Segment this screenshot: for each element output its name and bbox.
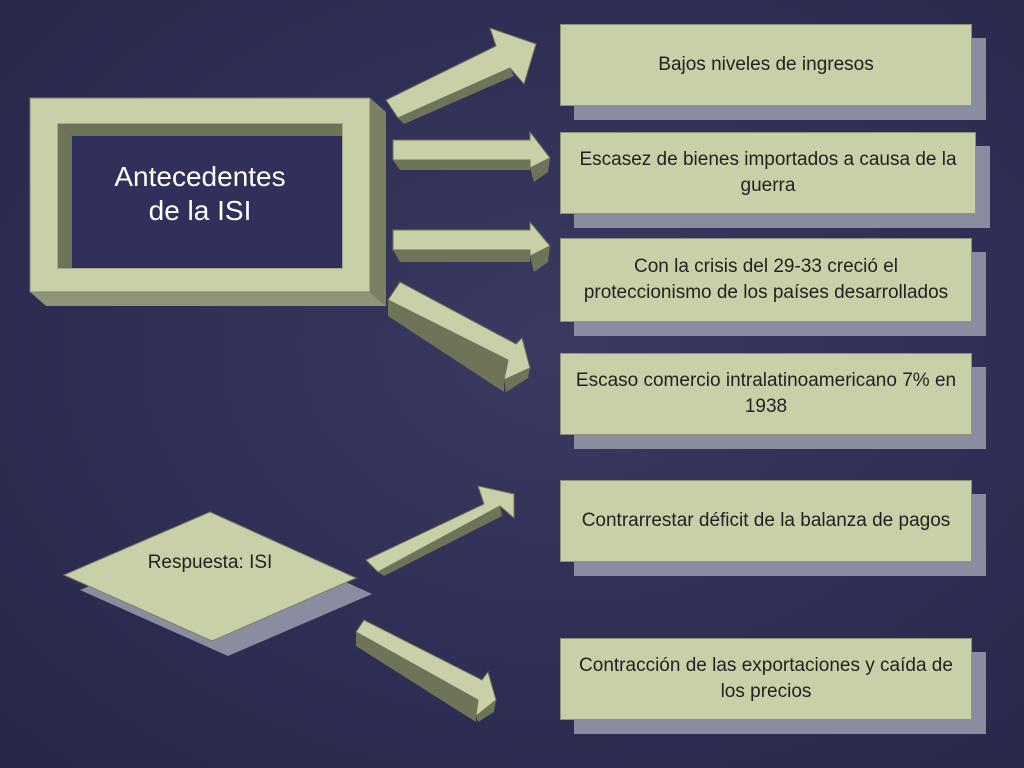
box-bajos-niveles: Bajos niveles de ingresos: [560, 24, 972, 106]
box-crisis-proteccionismo: Con la crisis del 29-33 creció el protec…: [560, 238, 972, 322]
box-contraccion-exportaciones: Contracción de las exportaciones y caída…: [560, 638, 972, 720]
arrow-to-box-2: [392, 130, 551, 182]
box-escaso-comercio: Escaso comercio intralatinoamericano 7% …: [560, 353, 972, 435]
arrow-to-box-4: [387, 281, 531, 392]
arrow-to-box-3: [392, 220, 551, 272]
box-escasez-bienes: Escasez de bienes importados a causa de …: [560, 132, 976, 214]
arrow-to-box-6: [355, 619, 497, 722]
respuesta-diamond: [62, 511, 372, 656]
respuesta-label: Respuesta: ISI: [147, 552, 273, 573]
arrow-to-box-1: [385, 27, 537, 124]
box-deficit-balanza: Contrarrestar déficit de la balanza de p…: [560, 480, 972, 562]
antecedentes-frame: [29, 97, 386, 306]
arrow-to-box-5: [365, 485, 515, 576]
antecedentes-label: Antecedentes de la ISI: [114, 161, 286, 226]
